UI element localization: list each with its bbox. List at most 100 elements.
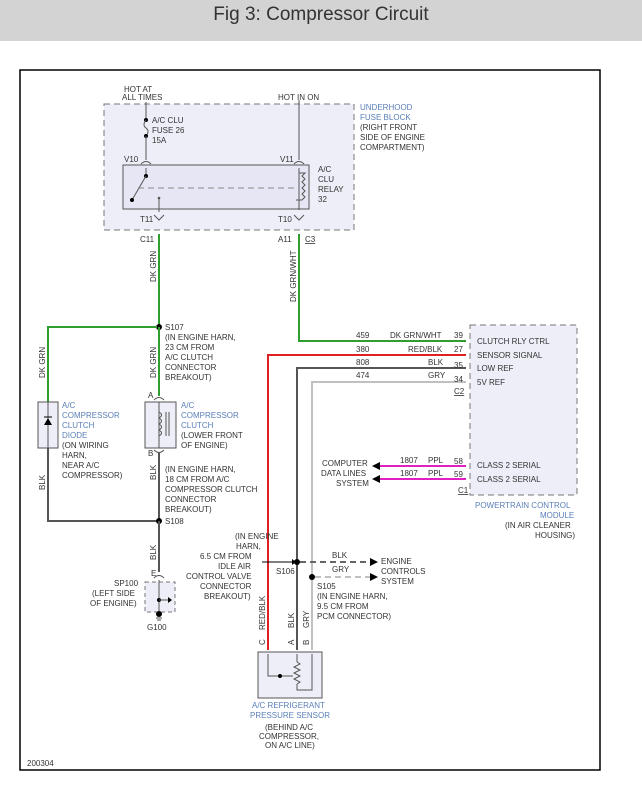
t11-connector-icon	[153, 214, 165, 221]
diode-loc-2: HARN,	[62, 451, 87, 460]
fuse-label-2: FUSE 26	[152, 126, 185, 135]
wire-gry-474	[311, 381, 466, 650]
s108-desc-4: CONNECTOR	[165, 495, 217, 504]
arrow-right-icon	[370, 558, 378, 566]
diagram-frame	[19, 69, 601, 771]
circuit-pin: 35	[454, 361, 463, 370]
v11-connector-icon	[293, 161, 305, 165]
pcm-loc-1: (IN AIR CLEANER	[505, 521, 571, 530]
relay-label-1: A/C	[318, 165, 332, 174]
s107-desc-2: 23 CM FROM	[165, 343, 215, 352]
circuit-color: DK GRN/WHT	[390, 331, 442, 340]
s105-desc-1: (IN ENGINE HARN,	[317, 592, 388, 601]
data-lines-label-3: SYSTEM	[336, 479, 369, 488]
sensor-resistor-icon	[292, 661, 302, 685]
s108-desc-5: BREAKOUT)	[165, 505, 212, 514]
terminal-t11: T11	[140, 215, 154, 224]
pcm-name-1: POWERTRAIN CONTROL	[475, 501, 571, 510]
figure-id: 200304	[27, 759, 54, 768]
circuit-number: 459	[356, 331, 370, 340]
pcm-circuit-row-3: 808 BLK 35	[356, 358, 463, 370]
wire-label-dk-grn-3: DK GRN	[149, 347, 158, 378]
diode-name-1: A/C	[62, 401, 76, 410]
s107-desc-5: BREAKOUT)	[165, 373, 212, 382]
relay-label-2: CLU	[318, 175, 334, 184]
sensor-b-path	[296, 654, 313, 691]
wire-label-blk-2: BLK	[149, 464, 158, 480]
clutch-loc-1: (LOWER FRONT	[181, 431, 243, 440]
s106-desc-7: BREAKOUT)	[204, 592, 251, 601]
relay-label-4: 32	[318, 195, 327, 204]
wire-blk-diode	[47, 448, 157, 522]
diode-name-2: COMPRESSOR	[62, 411, 120, 420]
circuit-pin: 34	[454, 375, 463, 384]
circuit-color: BLK	[428, 358, 444, 367]
s106-id: S106	[276, 567, 295, 576]
pcm-circuit-row-1: 459 DK GRN/WHT 39	[356, 331, 463, 340]
clutch-name-1: A/C	[181, 401, 195, 410]
wire-label-blk-1: BLK	[38, 474, 47, 490]
fuse-block-loc-2: SIDE OF ENGINE	[360, 133, 425, 142]
title-bar: Fig 3: Compressor Circuit	[0, 0, 642, 41]
serial-color-1: PPL	[428, 456, 444, 465]
wire-dk-grn-diode	[47, 326, 157, 402]
fuse-icon	[143, 119, 149, 137]
connector-c3: C3	[305, 235, 316, 244]
s108-desc-1: (IN ENGINE HARN,	[165, 465, 236, 474]
v10-connector-icon	[140, 161, 152, 165]
sensor-wiper-dot	[278, 674, 282, 678]
sp100-arrow-icon	[168, 597, 172, 603]
circuit-pin: 27	[454, 345, 463, 354]
relay-out-dot	[157, 196, 161, 200]
t10-connector-icon	[293, 214, 305, 221]
pcm-pin-label-3: LOW REF	[477, 364, 514, 373]
clutch-pin-b: B	[148, 449, 153, 458]
fuse-block-name-1: UNDERHOOD	[360, 103, 413, 112]
terminal-c11: C11	[140, 235, 155, 244]
serial-circuit-2: 1807	[400, 469, 418, 478]
connector-c2: C2	[454, 387, 465, 396]
sp100-loc-2: OF ENGINE)	[90, 599, 137, 608]
wire-label-red-blk: RED/BLK	[258, 595, 267, 630]
s107-desc-3: A/C CLUTCH	[165, 353, 213, 362]
data-lines-label-2: DATA LINES	[321, 469, 366, 478]
wire-label-dk-grn-wht: DK GRN/WHT	[289, 250, 298, 302]
wire-label-dk-grn-1: DK GRN	[149, 251, 158, 282]
terminal-a11: A11	[278, 235, 292, 244]
sensor-pin-b: B	[302, 640, 311, 645]
sensor-name-2: PRESSURE SENSOR	[250, 711, 330, 720]
s108-id: S108	[165, 517, 184, 526]
sp100-loc-1: (LEFT SIDE	[92, 589, 135, 598]
diode-loc-1: (ON WIRING	[62, 441, 109, 450]
s108-desc-3: COMPRESSOR CLUTCH	[165, 485, 258, 494]
splice-s106	[294, 559, 300, 565]
diode-icon	[44, 418, 52, 425]
clutch-pin-a: A	[148, 391, 154, 400]
s107-desc-1: (IN ENGINE HARN,	[165, 333, 236, 342]
s105-desc-3: PCM CONNECTOR)	[317, 612, 391, 621]
fuse-label-1: A/C CLU	[152, 116, 184, 125]
fuse-block-loc-3: COMPARTMENT)	[360, 143, 425, 152]
s106-desc-5: CONTROL VALVE	[186, 572, 252, 581]
wire-blk-808	[296, 367, 466, 650]
ground-id: G100	[147, 623, 167, 632]
s105-id: S105	[317, 582, 336, 591]
sensor-pin-c: C	[258, 639, 267, 645]
pcm-serial-label-1: CLASS 2 SERIAL	[477, 461, 541, 470]
s107-id: S107	[165, 323, 184, 332]
arrow-right-icon	[370, 573, 378, 581]
s106-desc-4: IDLE AIR	[218, 562, 251, 571]
sp100-box	[144, 581, 176, 613]
clutch-loc-2: OF ENGINE)	[181, 441, 228, 450]
pcm-pin-label-4: 5V REF	[477, 378, 505, 387]
pcm-name-2: MODULE	[540, 511, 574, 520]
data-lines-label-1: COMPUTER	[322, 459, 368, 468]
pcm-loc-2: HOUSING)	[535, 531, 575, 540]
wire-red-blk	[267, 354, 466, 650]
wire-label-dk-grn-2: DK GRN	[38, 347, 47, 378]
serial-pin-1: 58	[454, 457, 463, 466]
relay-label-3: RELAY	[318, 185, 344, 194]
ground-connector-icon	[153, 575, 165, 579]
s105-desc-2: 9.5 CM FROM	[317, 602, 369, 611]
circuit-number: 808	[356, 358, 370, 367]
